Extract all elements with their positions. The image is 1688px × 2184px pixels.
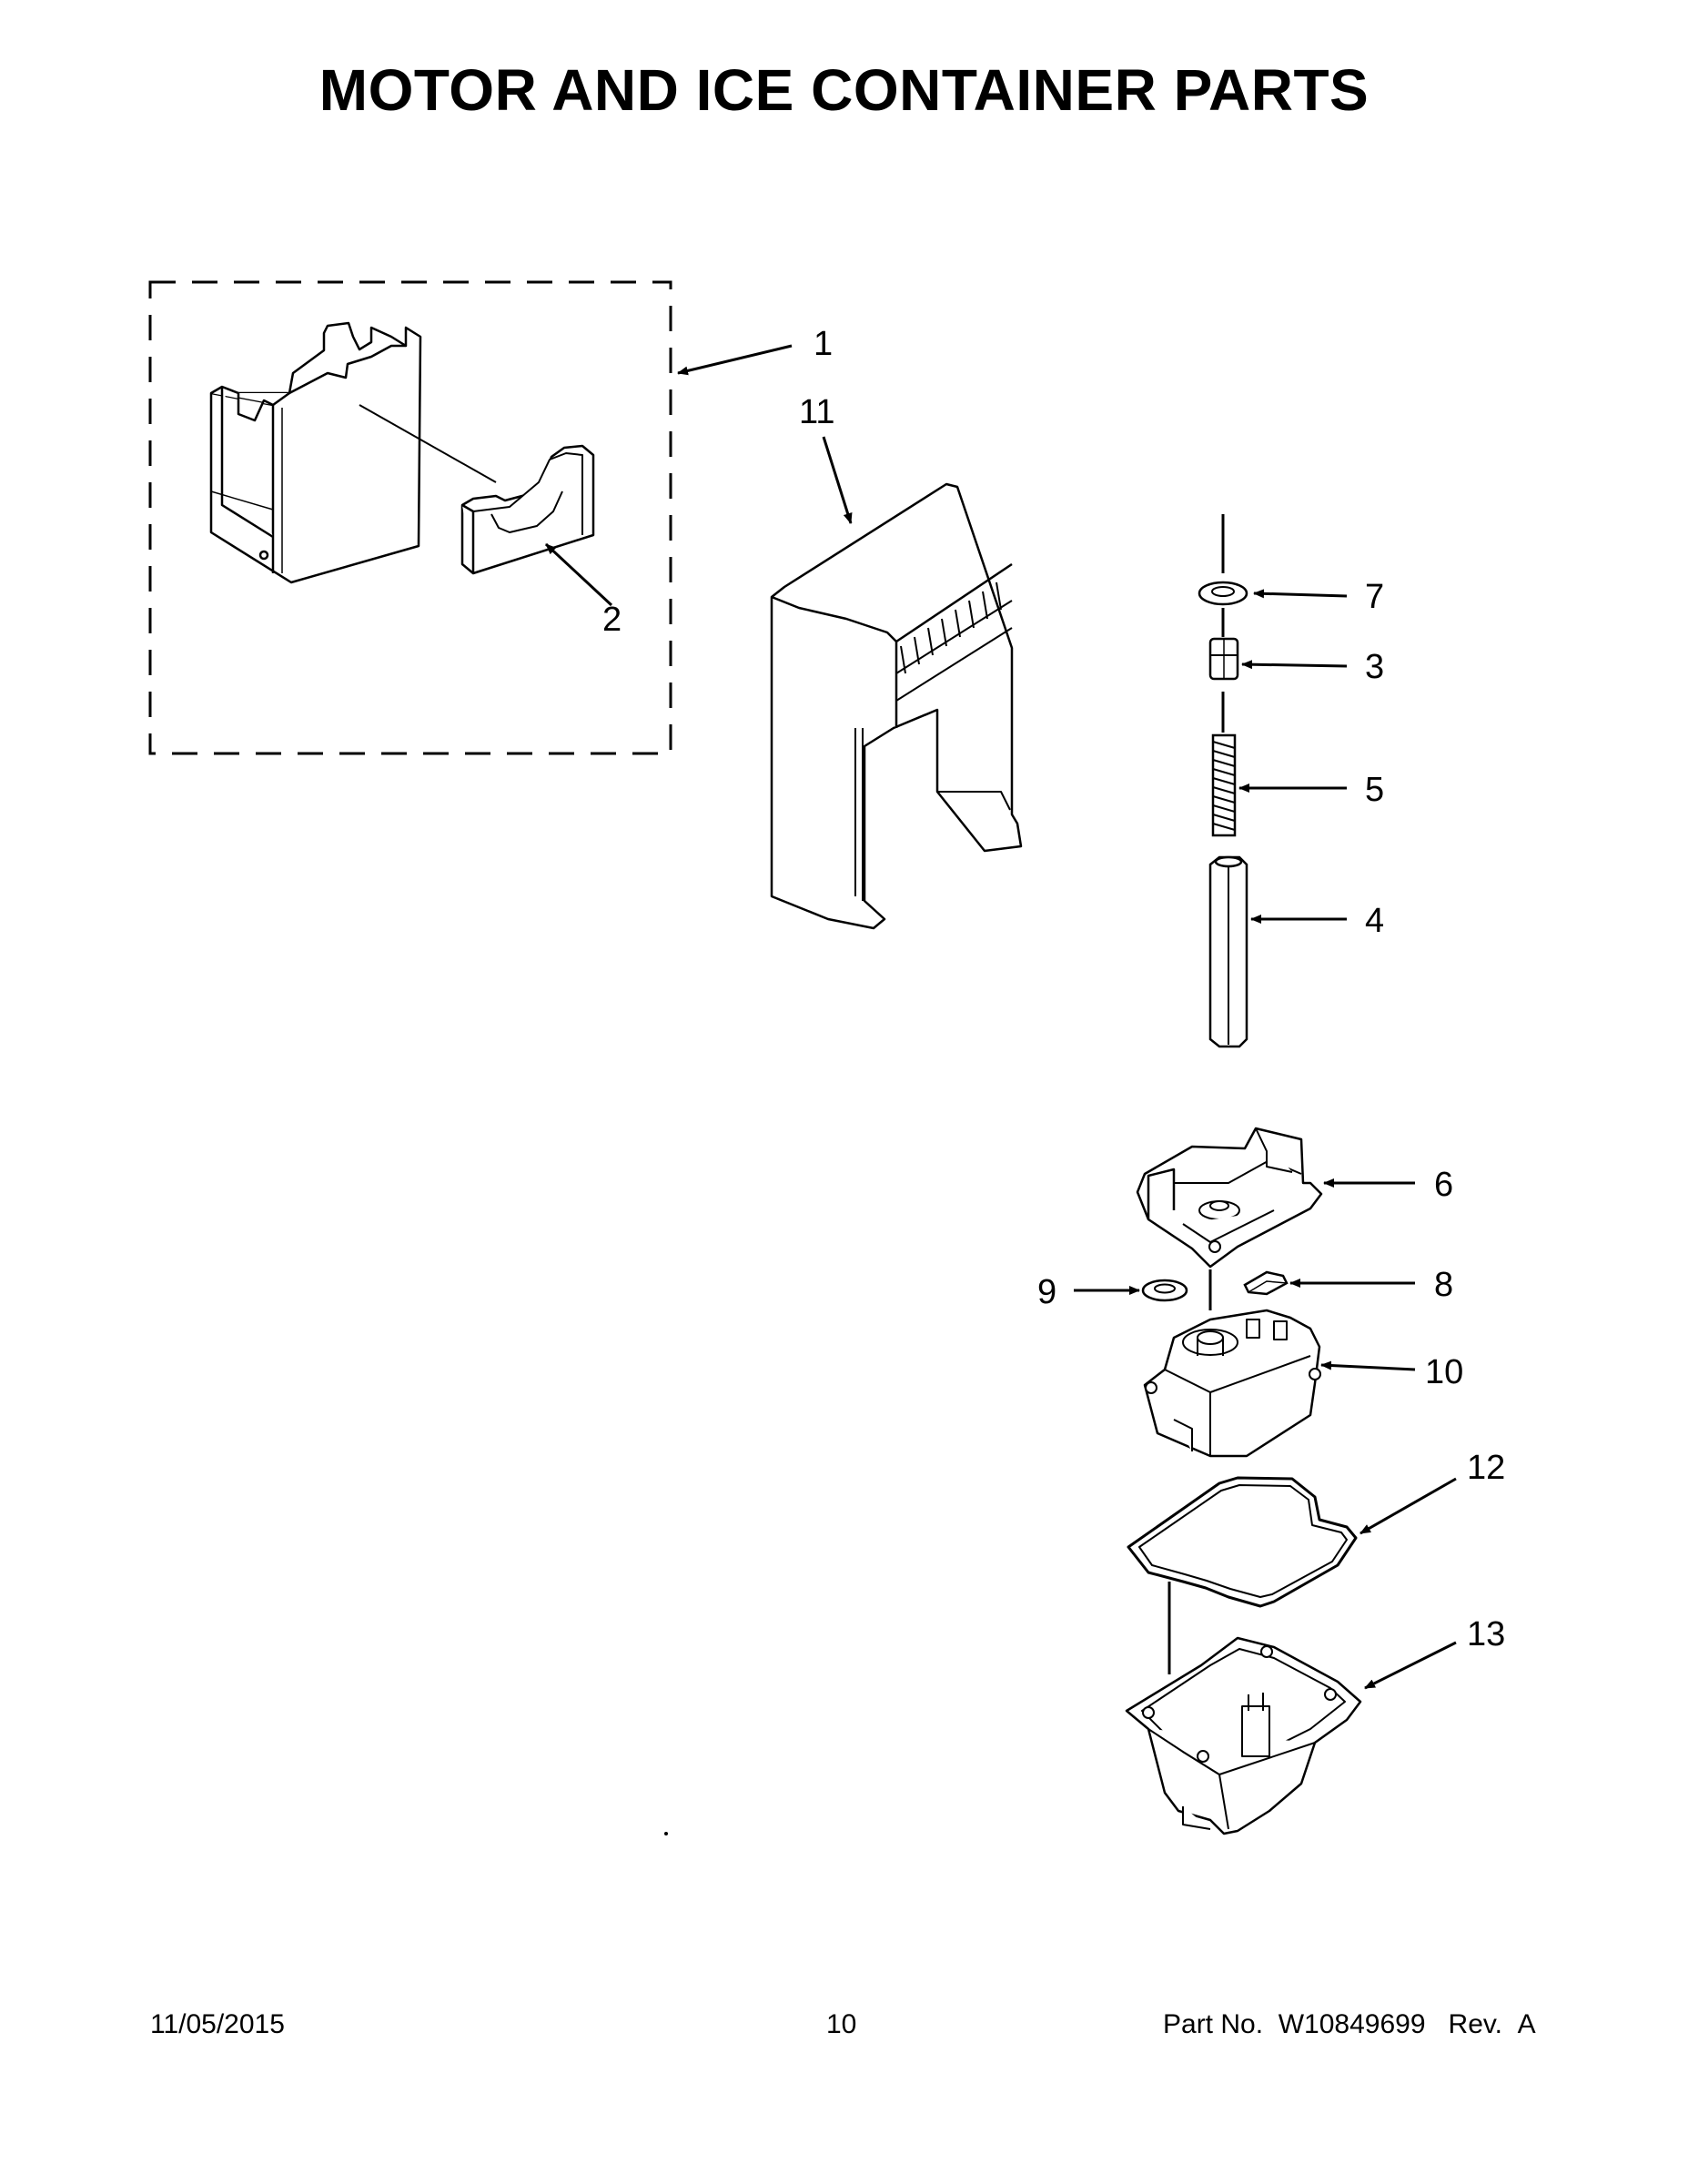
callout-7: 7 <box>1365 578 1384 616</box>
callout-13: 13 <box>1467 1615 1505 1653</box>
callout-5: 5 <box>1365 771 1384 809</box>
callout-9: 9 <box>1037 1273 1056 1311</box>
callout-8: 8 <box>1434 1266 1453 1304</box>
washer-part-7 <box>1198 581 1248 606</box>
callout-1: 1 <box>814 325 833 363</box>
part-label: Part No. <box>1163 2009 1264 2039</box>
assembly-guide-line <box>359 404 497 483</box>
motor-housing-part-13 <box>1125 1636 1362 1835</box>
callout-6: 6 <box>1434 1166 1453 1204</box>
ice-container-part <box>209 321 422 584</box>
ice-chute-housing-part <box>770 482 1023 930</box>
footer-page-number: 10 <box>826 2009 857 2039</box>
washer-part-9 <box>1141 1279 1188 1302</box>
callout-12: 12 <box>1467 1449 1505 1487</box>
part-number: W10849699 <box>1278 2009 1426 2039</box>
spring-part-5 <box>1211 733 1237 837</box>
gasket-part-12 <box>1127 1476 1358 1608</box>
rev-value: A <box>1517 2009 1536 2039</box>
callout-11: 11 <box>799 393 834 431</box>
motor-mount-part-6 <box>1136 1127 1323 1269</box>
footer-part-info: Part No. W10849699 Rev. A <box>1163 2009 1536 2040</box>
callout-3: 3 <box>1365 648 1384 686</box>
coupler-part-3 <box>1208 637 1239 681</box>
auger-motor-part-10 <box>1143 1309 1321 1458</box>
shaft-part-4 <box>1208 855 1248 1048</box>
callout-leaders <box>544 344 1457 1690</box>
footer-date: 11/05/2015 <box>150 2009 285 2039</box>
assembly-dashed-box <box>148 280 672 755</box>
page-title: MOTOR AND ICE CONTAINER PARTS <box>318 57 1370 123</box>
rev-label: Rev. <box>1448 2009 1502 2039</box>
callout-labels: 1 11 2 7 3 5 4 6 8 9 10 12 13 <box>602 325 1505 1653</box>
callout-10: 10 <box>1425 1353 1463 1391</box>
callout-2: 2 <box>602 601 622 639</box>
pad-part-8 <box>1243 1270 1289 1296</box>
callout-4: 4 <box>1365 902 1384 940</box>
container-bracket-part <box>460 444 595 575</box>
